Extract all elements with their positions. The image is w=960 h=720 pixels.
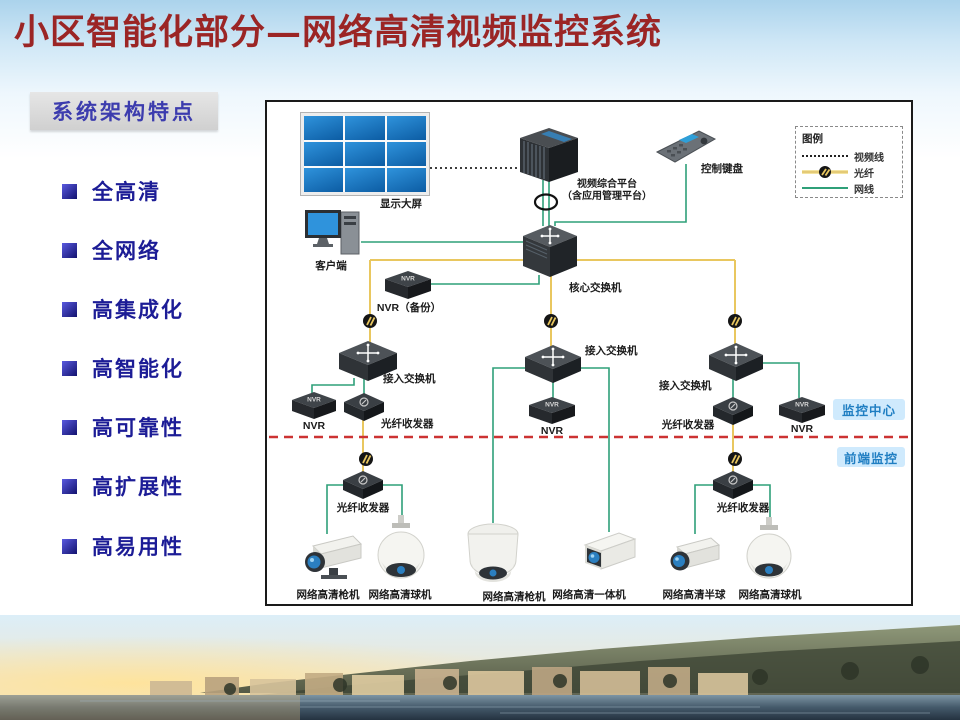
nvr-3-label: NVR bbox=[790, 423, 814, 435]
sidebar-item-high-usability: 高易用性 bbox=[62, 531, 184, 561]
camera-label-2: 网络高清球机 bbox=[368, 589, 432, 601]
sidebar-item-high-integration: 高集成化 bbox=[62, 294, 184, 324]
fiber-transceiver-1-label: 光纤收发器 bbox=[381, 418, 434, 430]
video-line-sample-icon bbox=[802, 155, 848, 157]
client-pc bbox=[305, 210, 360, 255]
sidebar-item-high-reliability: 高可靠性 bbox=[62, 412, 184, 442]
sidebar-item-label: 全高清 bbox=[92, 179, 161, 204]
network-line-sample-icon bbox=[802, 187, 848, 189]
fiber-line-sample-icon bbox=[802, 166, 848, 178]
wires-layer bbox=[269, 164, 909, 534]
fiber-transceiver-3 bbox=[713, 397, 753, 425]
camera-label-5: 网络高清半球 bbox=[662, 589, 726, 601]
legend-title: 图例 bbox=[802, 133, 823, 145]
sidebar-item-label: 高集成化 bbox=[92, 297, 184, 322]
camera-label-1: 网络高清枪机 bbox=[296, 589, 360, 601]
core-switch-label: 核心交换机 bbox=[569, 282, 622, 294]
access-switch-2 bbox=[525, 345, 581, 383]
nvr-print: NVR bbox=[545, 402, 559, 409]
fiber-transceiver-3-label: 光纤收发器 bbox=[661, 419, 715, 431]
fiber-transceiver-4 bbox=[713, 471, 753, 499]
waterfront-photo-art bbox=[0, 615, 960, 720]
zone-chip-front-end: 前端监控 bbox=[837, 447, 905, 467]
bullet-square-icon bbox=[62, 419, 77, 435]
sidebar-item-high-intelligence: 高智能化 bbox=[62, 353, 184, 383]
legend-video-label: 视频线 bbox=[854, 152, 884, 164]
display-wall-label: 显示大屏 bbox=[380, 198, 422, 210]
nvr-1-device: NVR bbox=[292, 392, 336, 419]
access-switch-3 bbox=[709, 343, 763, 381]
nvr-2-device: NVR bbox=[529, 397, 575, 424]
zone-chip-monitoring-center: 监控中心 bbox=[833, 399, 905, 420]
nvr-1-label: NVR bbox=[302, 420, 326, 432]
sidebar-item-label: 高可靠性 bbox=[92, 415, 184, 440]
sidebar-item-full-network: 全网络 bbox=[62, 235, 161, 265]
camera-gun-1 bbox=[305, 535, 362, 579]
architecture-diagram: 显示大屏 客户端 视频综合平台 （含应用管理平台） bbox=[265, 100, 913, 606]
access-switch-1-label: 接入交换机 bbox=[383, 373, 436, 385]
camera-label-6: 网络高清球机 bbox=[738, 589, 802, 601]
core-switch bbox=[523, 225, 577, 277]
bullet-square-icon bbox=[62, 183, 77, 199]
fiber-transceiver-1 bbox=[344, 393, 384, 421]
platform-label-line1: 视频综合平台 bbox=[577, 179, 637, 190]
fiber-transceiver-4-label: 光纤收发器 bbox=[716, 502, 770, 514]
nvr-2-label: NVR bbox=[540, 425, 564, 437]
legend-row-network: 网线 bbox=[802, 180, 896, 196]
platform-label-line2: （含应用管理平台） bbox=[562, 191, 652, 202]
waterfront-photo bbox=[0, 615, 960, 720]
access-switch-2-label: 接入交换机 bbox=[585, 345, 638, 357]
platform-label: 视频综合平台 （含应用管理平台） bbox=[537, 179, 677, 203]
nvr-print: NVR bbox=[307, 397, 321, 404]
legend-fiber-label: 光纤 bbox=[854, 168, 874, 180]
fiber-transceiver-2 bbox=[343, 471, 383, 499]
sidebar-item-label: 高智能化 bbox=[92, 356, 184, 381]
fiber-transceiver-2-label: 光纤收发器 bbox=[336, 502, 390, 514]
bullet-square-icon bbox=[62, 242, 77, 258]
nvr-backup-device: NVR bbox=[385, 271, 431, 299]
keyboard-label: 控制键盘 bbox=[701, 163, 743, 175]
nvr-backup-label: NVR（备份） bbox=[376, 302, 442, 314]
camera-box-1 bbox=[583, 532, 637, 570]
legend-row-fiber: 光纤 bbox=[802, 164, 896, 180]
sidebar-item-full-hd: 全高清 bbox=[62, 176, 161, 206]
sidebar-item-label: 高易用性 bbox=[92, 534, 184, 559]
access-switch-3-label: 接入交换机 bbox=[659, 380, 712, 392]
bullet-square-icon bbox=[62, 301, 77, 317]
camera-halfdome-1 bbox=[670, 537, 721, 571]
camera-label-4: 网络高清一体机 bbox=[552, 589, 626, 601]
legend: 图例 视频线 光纤 网线 bbox=[795, 126, 903, 198]
nvr-3-device: NVR bbox=[779, 397, 825, 423]
bullet-square-icon bbox=[62, 538, 77, 554]
video-wall bbox=[300, 112, 430, 196]
camera-dome-1 bbox=[467, 523, 519, 582]
slide-title: 小区智能化部分—网络高清视频监控系统 bbox=[14, 12, 663, 53]
sidebar-item-label: 全网络 bbox=[92, 238, 161, 263]
bullet-square-icon bbox=[62, 478, 77, 494]
access-switch-1 bbox=[339, 341, 397, 381]
bullet-square-icon bbox=[62, 360, 77, 376]
legend-network-label: 网线 bbox=[854, 184, 874, 196]
sidebar-header: 系统架构特点 bbox=[30, 92, 218, 130]
video-wall-screens bbox=[304, 116, 426, 192]
control-keyboard bbox=[655, 130, 717, 163]
camera-ball-1 bbox=[377, 515, 425, 579]
legend-row-video: 视频线 bbox=[802, 148, 896, 164]
sidebar-item-label: 高扩展性 bbox=[92, 474, 184, 499]
camera-label-3: 网络高清枪机 bbox=[482, 591, 546, 603]
camera-ball-2 bbox=[746, 517, 792, 579]
nvr-print: NVR bbox=[795, 402, 809, 409]
platform-server bbox=[520, 128, 578, 182]
sidebar-item-high-scalability: 高扩展性 bbox=[62, 471, 184, 501]
client-label: 客户端 bbox=[315, 260, 347, 272]
nvr-print: NVR bbox=[401, 276, 415, 283]
fiber-connector-icons bbox=[359, 314, 742, 466]
